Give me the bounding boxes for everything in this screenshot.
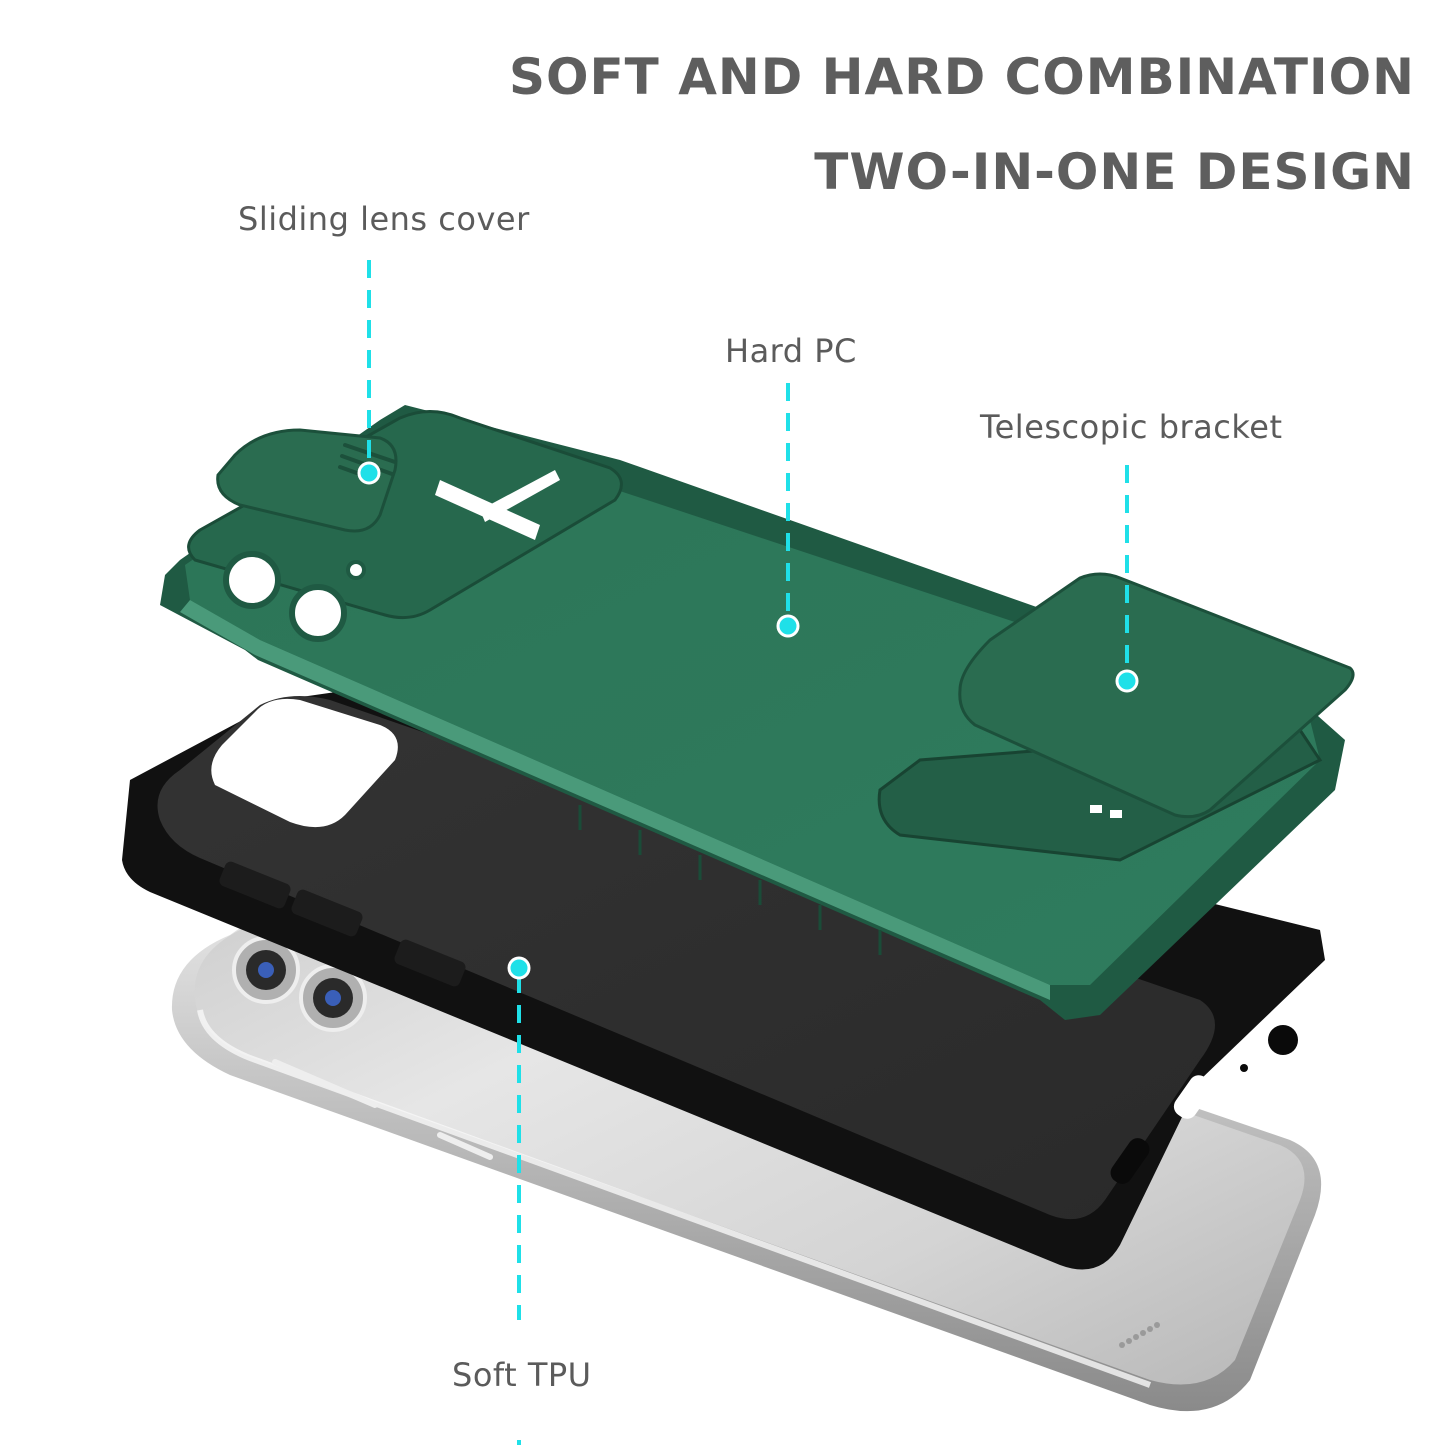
marker-hard-pc-icon [776,614,800,638]
leader-lines [367,260,1129,1445]
headline-line-2: TWO-IN-ONE DESIGN [814,143,1415,201]
marker-dots [357,461,1139,980]
callout-telescopic-bracket: Telescopic bracket [980,408,1283,446]
marker-lens-cover-icon [357,461,381,485]
marker-soft-tpu-icon [507,956,531,980]
callout-soft-tpu: Soft TPU [452,1356,592,1394]
pc-shell [160,405,1355,1020]
telescopic-bracket-part [958,572,1355,819]
sliding-lens-cover-part [216,428,398,533]
headline-line-1: SOFT AND HARD COMBINATION [509,48,1415,106]
callout-sliding-lens-cover: Sliding lens cover [238,200,530,238]
marker-bracket-icon [1115,669,1139,693]
phone-camera-1 [232,936,300,1004]
tpu-bumper [122,690,1325,1270]
callout-hard-pc: Hard PC [725,332,857,370]
